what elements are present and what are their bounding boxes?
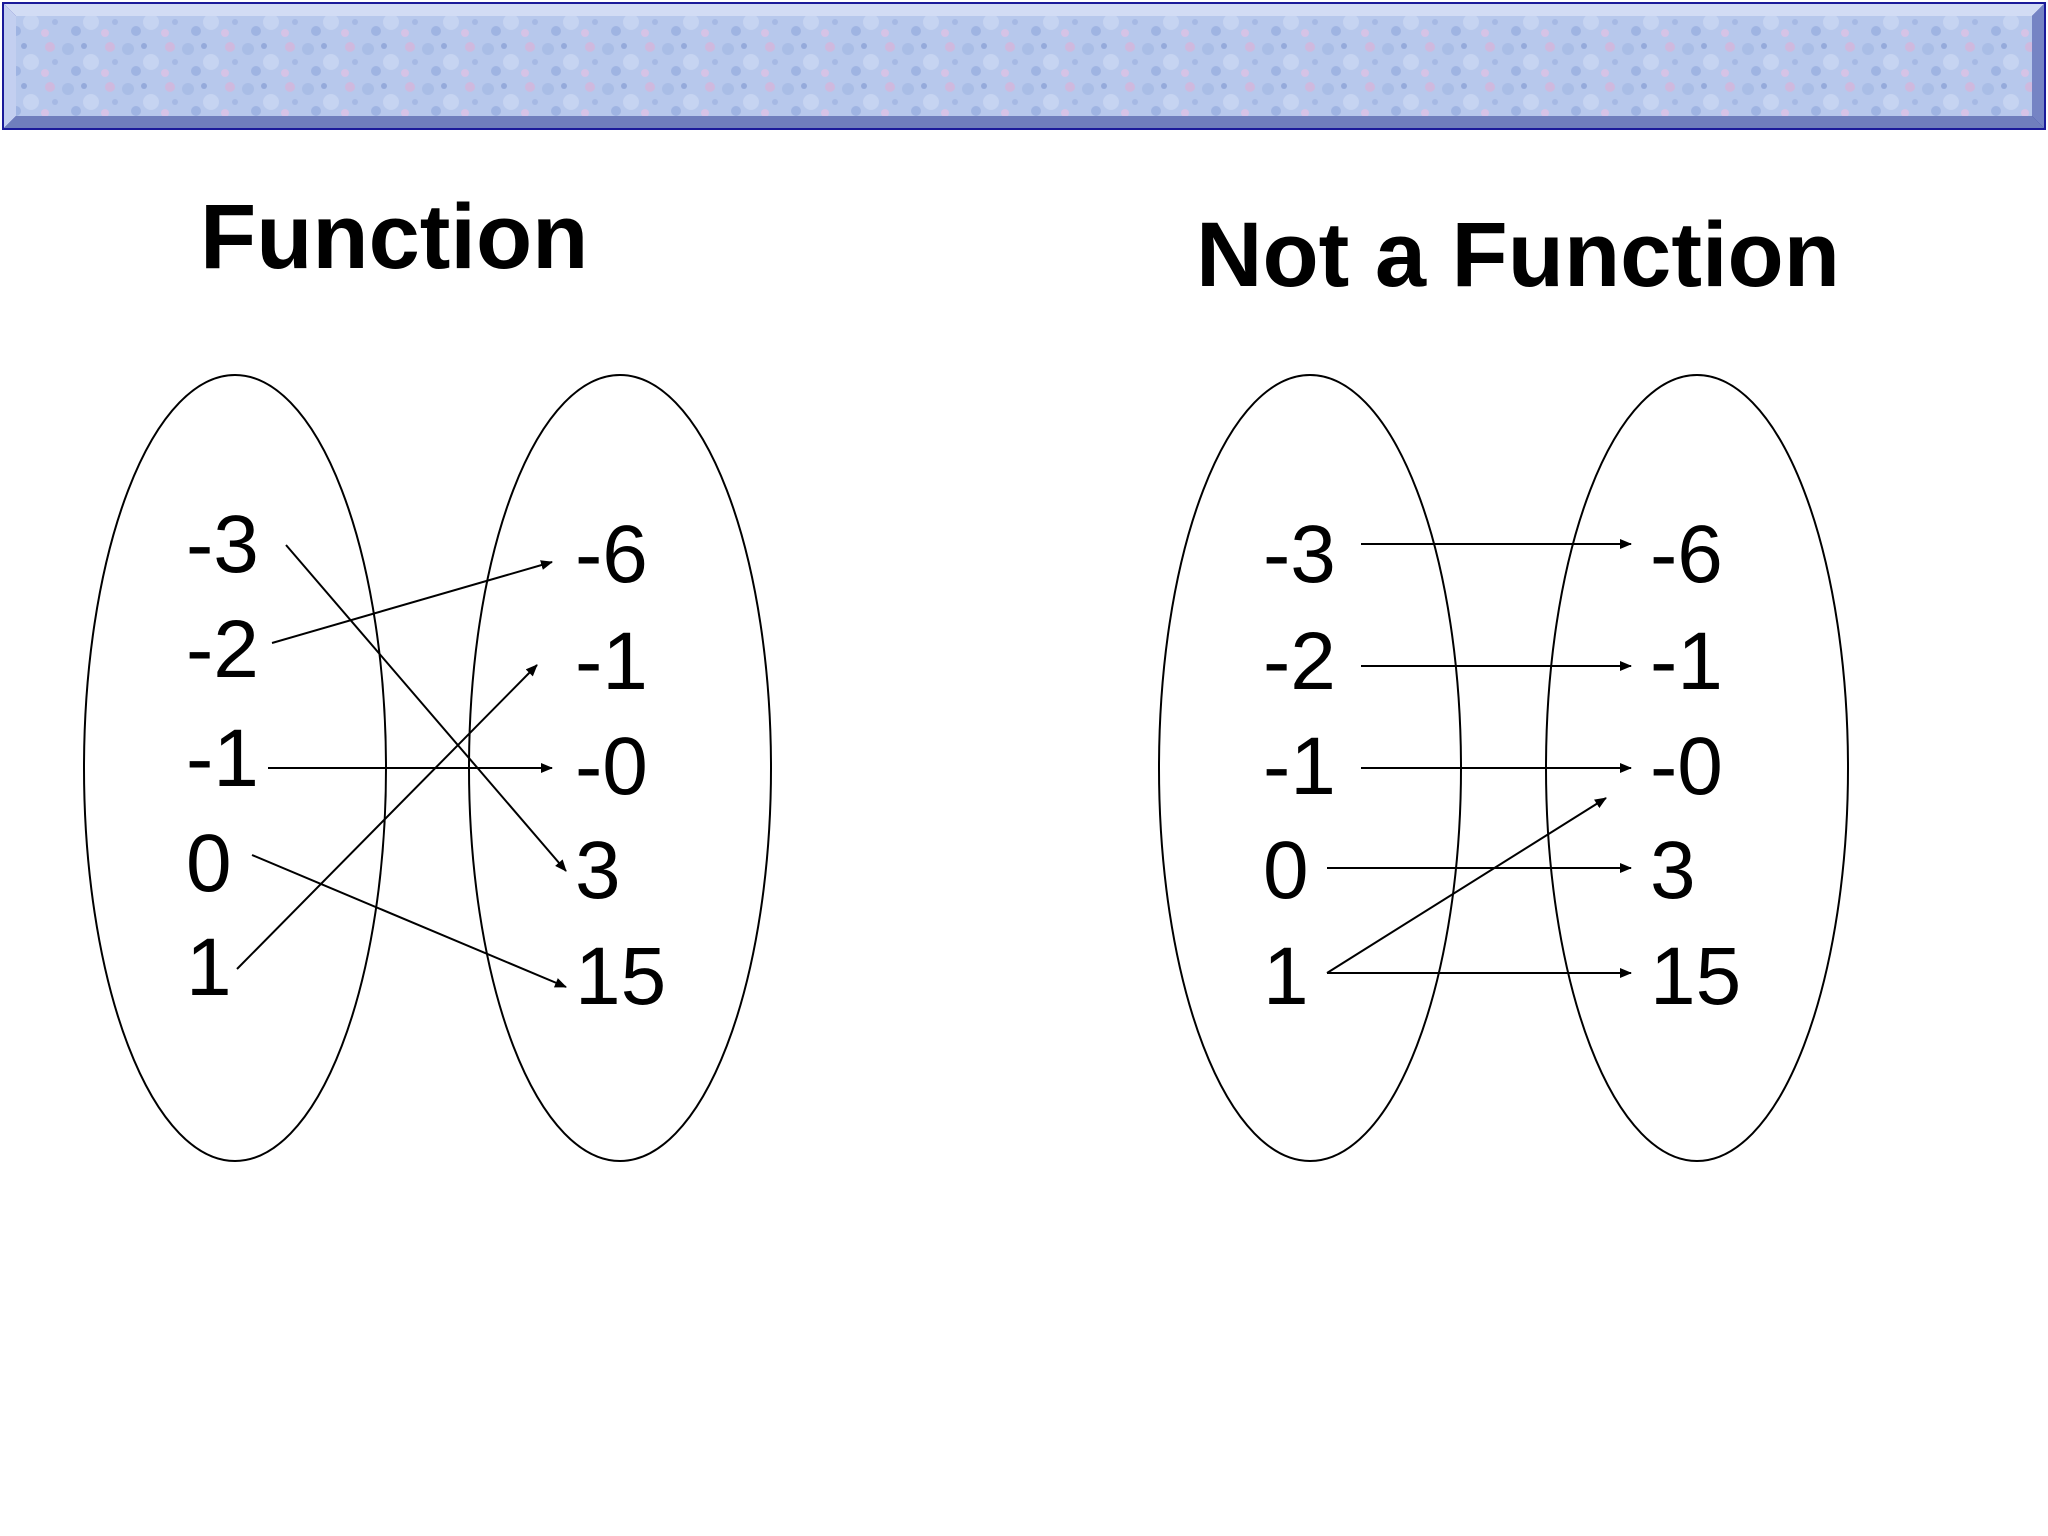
domain-value: -1 bbox=[186, 713, 259, 804]
domain-value: -2 bbox=[186, 604, 259, 695]
range-value: 3 bbox=[1650, 825, 1696, 916]
domain-value: -3 bbox=[186, 499, 259, 590]
not-function-mapping-diagram: -3 -2 -1 0 1 -6 -1 -0 3 15 bbox=[1158, 374, 1849, 1162]
range-value: -0 bbox=[575, 721, 648, 812]
function-mapping-diagram: -3 -2 -1 0 1 -6 -1 -0 3 15 bbox=[83, 374, 772, 1162]
range-value: 15 bbox=[575, 931, 666, 1022]
mapping-arrow bbox=[251, 854, 567, 988]
title-banner bbox=[2, 2, 2046, 130]
range-value: -1 bbox=[1650, 616, 1723, 707]
range-value: 15 bbox=[1650, 931, 1741, 1022]
not-function-heading: Not a Function bbox=[1196, 204, 1840, 306]
function-heading: Function bbox=[200, 186, 588, 288]
mapping-arrow bbox=[236, 664, 538, 970]
domain-value: -1 bbox=[1263, 721, 1336, 812]
mapping-arrow bbox=[285, 544, 567, 872]
domain-value: 0 bbox=[186, 818, 232, 909]
range-value: -1 bbox=[575, 616, 648, 707]
range-value: -0 bbox=[1650, 721, 1723, 812]
range-value: 3 bbox=[575, 825, 621, 916]
domain-value: 1 bbox=[1263, 931, 1309, 1022]
mapping-arrow bbox=[1326, 797, 1607, 974]
domain-value: -3 bbox=[1263, 509, 1336, 600]
range-value: -6 bbox=[575, 509, 648, 600]
mapping-arrow bbox=[271, 560, 553, 644]
range-value: -6 bbox=[1650, 509, 1723, 600]
domain-value: -2 bbox=[1263, 616, 1336, 707]
domain-value: 0 bbox=[1263, 825, 1309, 916]
domain-value: 1 bbox=[186, 922, 232, 1013]
